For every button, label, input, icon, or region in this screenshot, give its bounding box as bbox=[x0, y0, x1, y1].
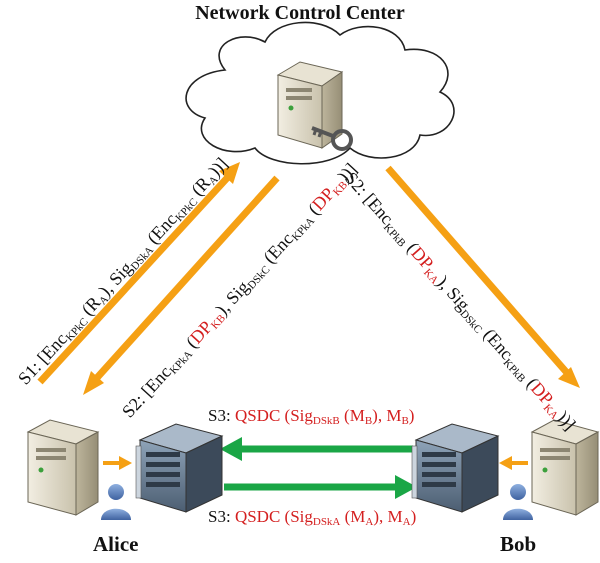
diagram-title: Network Control Center bbox=[195, 2, 405, 24]
arrow-s2-left bbox=[92, 175, 280, 383]
arrow-alice-to-bob-head bbox=[395, 475, 417, 499]
arrow-s2-right bbox=[385, 165, 571, 377]
green-arrows bbox=[220, 437, 417, 499]
s3-bottom-label: S3: QSDC (SigDSkA (MA), MA) bbox=[208, 507, 417, 528]
arrow-s2-left-head bbox=[83, 371, 104, 395]
bob-qsdc-device-icon bbox=[411, 423, 500, 513]
arrow-s1-head bbox=[219, 162, 240, 184]
bob-label: Bob bbox=[500, 532, 537, 556]
arrow-bob-head bbox=[499, 456, 512, 470]
control-server-icon bbox=[276, 61, 344, 149]
arrow-s1 bbox=[37, 174, 231, 385]
orange-arrows bbox=[37, 162, 580, 470]
alice-qsdc-device-icon bbox=[135, 423, 224, 513]
arrow-s2-right-head bbox=[558, 367, 580, 388]
arrow-bob-to-alice-head bbox=[220, 437, 242, 461]
key-icon bbox=[311, 126, 353, 151]
bob-computer-icon bbox=[530, 419, 600, 516]
s3-top-label: S3: QSDC (SigDSkB (MB), MB) bbox=[208, 406, 415, 427]
arrow-alice-head bbox=[119, 456, 132, 470]
bob-user-icon bbox=[503, 484, 533, 520]
alice-label: Alice bbox=[93, 532, 139, 556]
alice-user-icon bbox=[101, 484, 131, 520]
alice-computer-icon bbox=[26, 419, 100, 516]
